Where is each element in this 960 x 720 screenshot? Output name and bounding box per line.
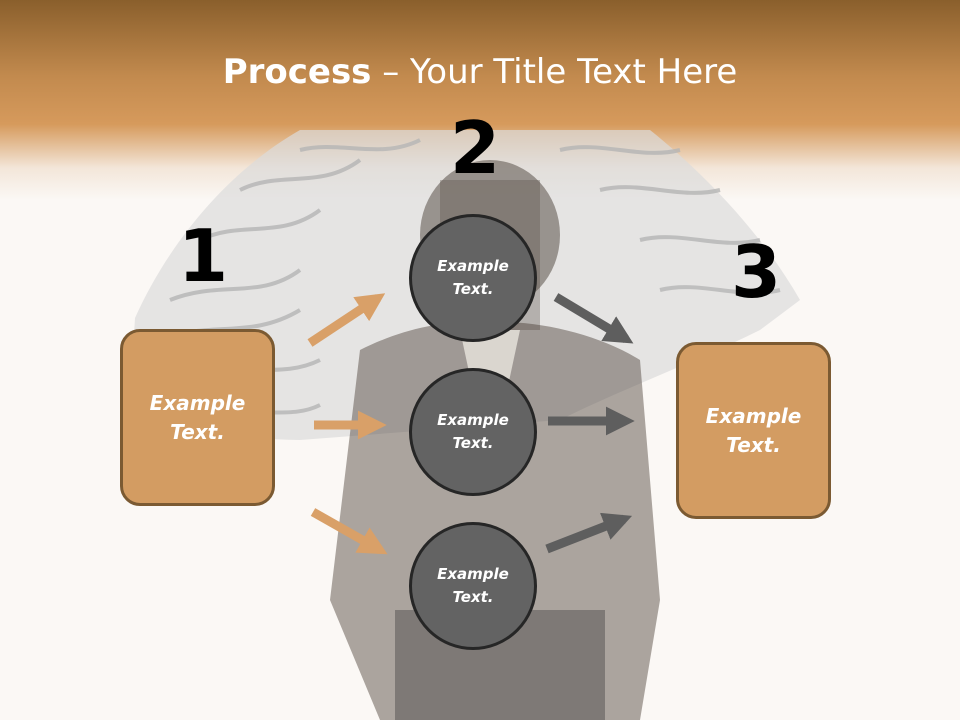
arrow-to-circle-bottom [310, 508, 388, 555]
circle-top: Example Text. [409, 214, 537, 342]
step-number-2: 2 [450, 106, 501, 190]
step-3-box: Example Text. [676, 342, 831, 519]
step-3-label: Example Text. [705, 403, 802, 457]
circle-bottom-label: Example Text. [437, 565, 509, 606]
circle-top-label: Example Text. [437, 257, 509, 298]
step-1-label: Example Text. [149, 390, 246, 444]
arrow-from-circle-top [553, 293, 634, 344]
circle-bottom: Example Text. [409, 522, 537, 650]
circle-middle: Example Text. [409, 368, 537, 496]
step-number-1: 1 [178, 214, 229, 298]
step-1-box: Example Text. [120, 329, 275, 506]
arrow-to-circle-top [307, 293, 386, 347]
arrow-from-circle-bottom [545, 512, 633, 554]
title-rest: – Your Title Text Here [371, 52, 738, 92]
step-number-3: 3 [731, 230, 782, 314]
title-strong: Process [222, 52, 372, 92]
page-title: Process – Your Title Text Here [0, 52, 960, 92]
circle-middle-label: Example Text. [437, 411, 509, 452]
